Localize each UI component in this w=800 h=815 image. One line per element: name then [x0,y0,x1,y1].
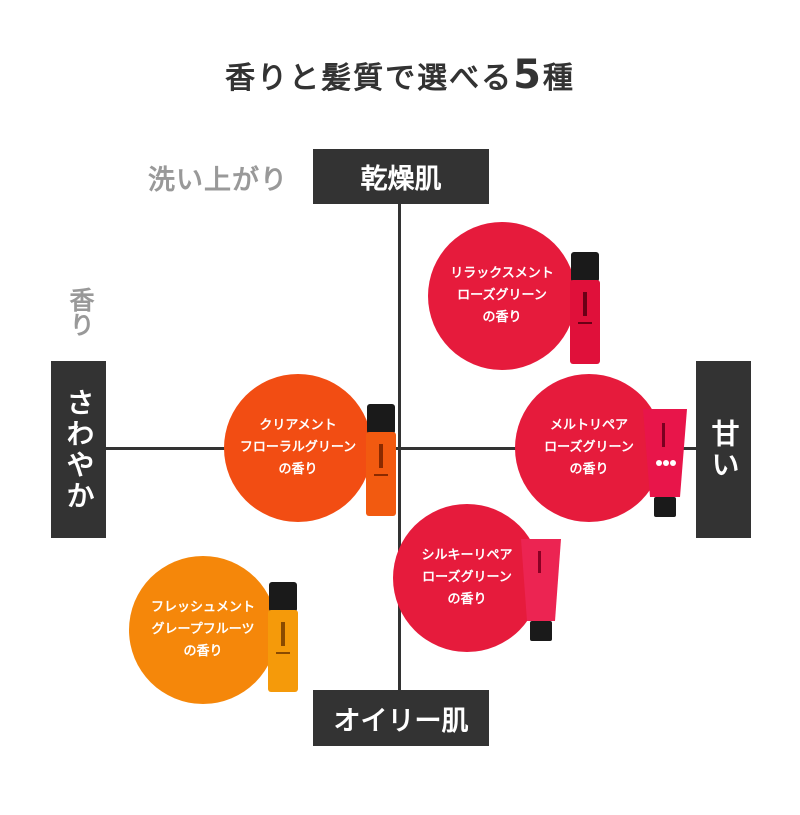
title-number: 5 [513,52,543,98]
title-suffix: 種 [542,61,575,96]
product-line2: フローラルグリーン [239,440,357,455]
product-circle-freshment[interactable]: フレッシュメント グレープフルーツ の香り [129,556,277,704]
product-line1: メルトリペア [549,418,628,433]
product-line1: クリアメント [259,418,337,433]
product-line2: ローズグリーン [422,570,512,585]
axis-label-left: さわやか [51,361,106,538]
product-circle-silkyrepair[interactable]: シルキーリペア ローズグリーン の香り [393,504,541,652]
product-line2: ローズグリーン [457,288,547,303]
product-circle-meltrepair[interactable]: メルトリペア ローズグリーン の香り [515,374,663,522]
axis-label-bottom: オイリー肌 [313,690,489,746]
shampoo-bottle-image [570,252,600,364]
product-line2: ローズグリーン [544,440,634,455]
product-line1: フレッシュメント [150,600,255,615]
product-line3: の香り [447,592,487,607]
shampoo-bottle-image [268,582,298,692]
axis-label-top: 乾燥肌 [313,149,489,204]
product-line1: リラックスメント [450,266,554,281]
axis-caption-finish: 洗い上がり [148,165,288,196]
product-line2: グレープフルーツ [151,622,255,637]
product-line3: の香り [482,310,522,325]
product-line3: の香り [569,462,609,477]
tube-image [643,409,687,517]
page-title: 香りと髪質で選べる5種 [0,52,800,98]
product-line3: の香り [278,462,318,477]
axis-label-right: 甘い [696,361,751,538]
title-text: 香りと髪質で選べる [225,61,514,96]
product-circle-relaxment[interactable]: リラックスメント ローズグリーン の香り [428,222,576,370]
product-line1: シルキーリペア [421,548,513,563]
shampoo-bottle-image [366,404,396,516]
horizontal-axis [105,447,697,450]
product-circle-clearment[interactable]: クリアメント フローラルグリーン の香り [224,374,372,522]
axis-caption-scent: 香り [66,287,95,337]
product-line3: の香り [183,644,223,659]
tube-image [521,539,561,641]
